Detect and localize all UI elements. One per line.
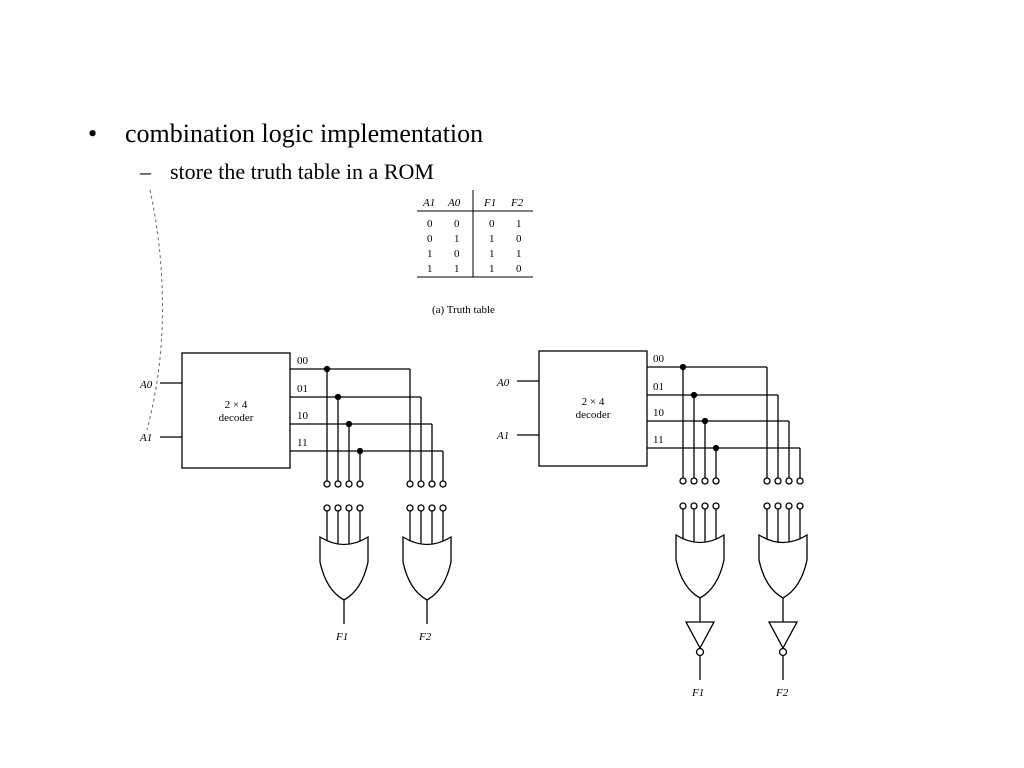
output-f1-label: F1	[335, 631, 348, 643]
header-a1: A1	[422, 197, 435, 209]
output-label: 00	[297, 355, 309, 367]
decoder-block	[538, 350, 648, 467]
input-a1-label: A1	[496, 430, 509, 442]
cell: 0	[516, 263, 522, 275]
cell: 0	[489, 218, 495, 230]
cell: 0	[427, 218, 433, 230]
output-f2-label: F2	[418, 631, 432, 643]
cell: 1	[516, 248, 522, 260]
decoder-label: 2 × 4	[225, 399, 248, 411]
circuit-right: 2 × 4 decoder A0 A1 00 01 10 11	[496, 350, 808, 699]
truth-table-header: A1 A0 F1 F2	[422, 197, 524, 209]
cell: 1	[489, 263, 495, 275]
output-label: 01	[297, 383, 308, 395]
input-a0-label: A0	[496, 377, 510, 389]
header-f2: F2	[510, 197, 524, 209]
output-f2-label: F2	[775, 687, 789, 699]
header-f1: F1	[483, 197, 496, 209]
cell: 0	[454, 218, 460, 230]
output-f1-label: F1	[691, 687, 704, 699]
bullet-marker: •	[88, 119, 98, 148]
cell: 1	[489, 233, 495, 245]
dashed-bracket-curve	[146, 189, 163, 431]
input-a1-label: A1	[139, 432, 152, 444]
cell: 0	[454, 248, 460, 260]
header-a0: A0	[447, 197, 461, 209]
or-gate	[758, 533, 808, 599]
dash-marker: –	[140, 159, 151, 184]
or-gate	[675, 533, 725, 599]
truth-table: A1 A0 F1 F2 0 0 0 1 0 1 1 0 1 0 1 1 1 1 …	[417, 190, 533, 316]
decoder-block	[181, 352, 291, 469]
inverter-gate	[684, 621, 716, 650]
cell: 1	[454, 233, 460, 245]
output-label: 00	[653, 353, 665, 365]
decoder-label: decoder	[219, 412, 254, 424]
cell: 1	[489, 248, 495, 260]
input-a0-label: A0	[139, 379, 153, 391]
output-label: 01	[653, 381, 664, 393]
or-gate	[402, 535, 452, 601]
truth-table-row: 0 0 0 1	[427, 218, 522, 230]
cell: 0	[427, 233, 433, 245]
truth-table-row: 1 1 1 0	[427, 263, 522, 275]
circuit-left: 2 × 4 decoder A0 A1 00 01 10 11	[139, 352, 452, 643]
decoder-label: decoder	[576, 409, 611, 421]
output-label: 11	[653, 434, 664, 446]
decoder-label: 2 × 4	[582, 396, 605, 408]
sub-bullet-text: store the truth table in a ROM	[170, 159, 434, 184]
output-label: 10	[653, 407, 665, 419]
truth-table-caption: (a) Truth table	[432, 304, 495, 316]
output-label: 10	[297, 410, 309, 422]
output-label: 11	[297, 437, 308, 449]
inverter-gate	[767, 621, 799, 650]
cell: 1	[516, 218, 522, 230]
cell: 0	[516, 233, 522, 245]
truth-table-row: 0 1 1 0	[427, 233, 522, 245]
main-bullet-text: combination logic implementation	[125, 119, 484, 148]
or-gate	[319, 535, 369, 601]
cell: 1	[427, 248, 433, 260]
cell: 1	[454, 263, 460, 275]
truth-table-row: 1 0 1 1	[427, 248, 522, 260]
sub-bullet: –store the truth table in a ROM	[140, 158, 434, 186]
main-bullet: • combination logic implementation	[88, 118, 483, 150]
cell: 1	[427, 263, 433, 275]
